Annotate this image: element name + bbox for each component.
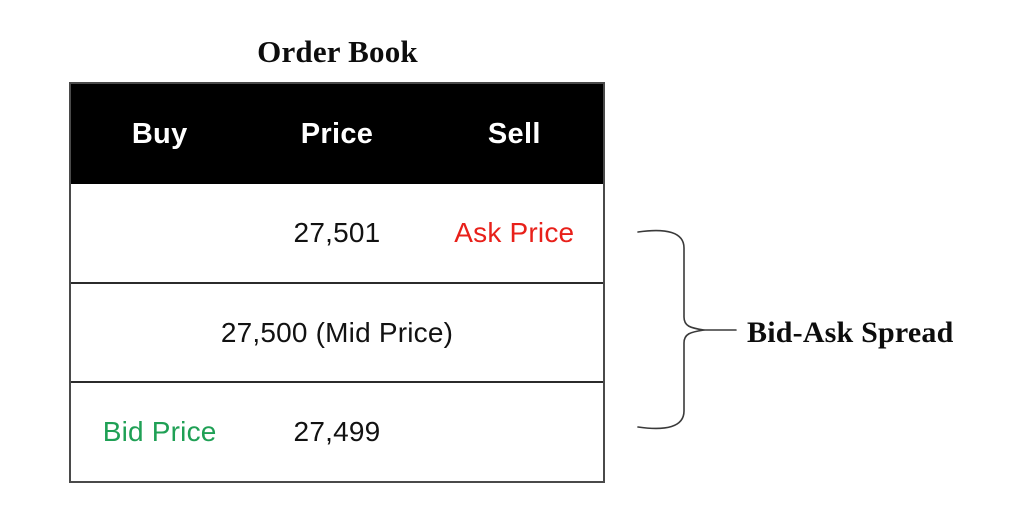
ask-price-value: 27,501 xyxy=(293,217,381,248)
page-title: Order Book xyxy=(257,34,418,69)
ask-price-label: Ask Price xyxy=(454,217,575,248)
table-row-ask: 27,501 Ask Price xyxy=(71,184,603,283)
bid-price-label: Bid Price xyxy=(102,416,217,447)
mid-price-value: 27,500 (Mid Price) xyxy=(220,316,454,348)
column-header-buy: Buy xyxy=(131,117,188,150)
bid-ask-spread-label: Bid-Ask Spread xyxy=(747,316,954,349)
column-header-sell: Sell xyxy=(487,117,541,150)
column-header-price: Price xyxy=(300,117,374,150)
table-row-mid: 27,500 (Mid Price) xyxy=(71,283,603,382)
bid-price-value: 27,499 xyxy=(293,416,381,447)
table-header-row: Buy Price Sell xyxy=(71,84,603,184)
table-row-bid: Bid Price 27,499 xyxy=(71,382,603,481)
ask-buy-cell xyxy=(71,184,248,283)
bid-sell-cell xyxy=(426,382,603,481)
order-book-table: Buy Price Sell 27,501 Ask Price 27,500 (… xyxy=(69,82,605,483)
curly-brace-icon xyxy=(637,229,737,430)
